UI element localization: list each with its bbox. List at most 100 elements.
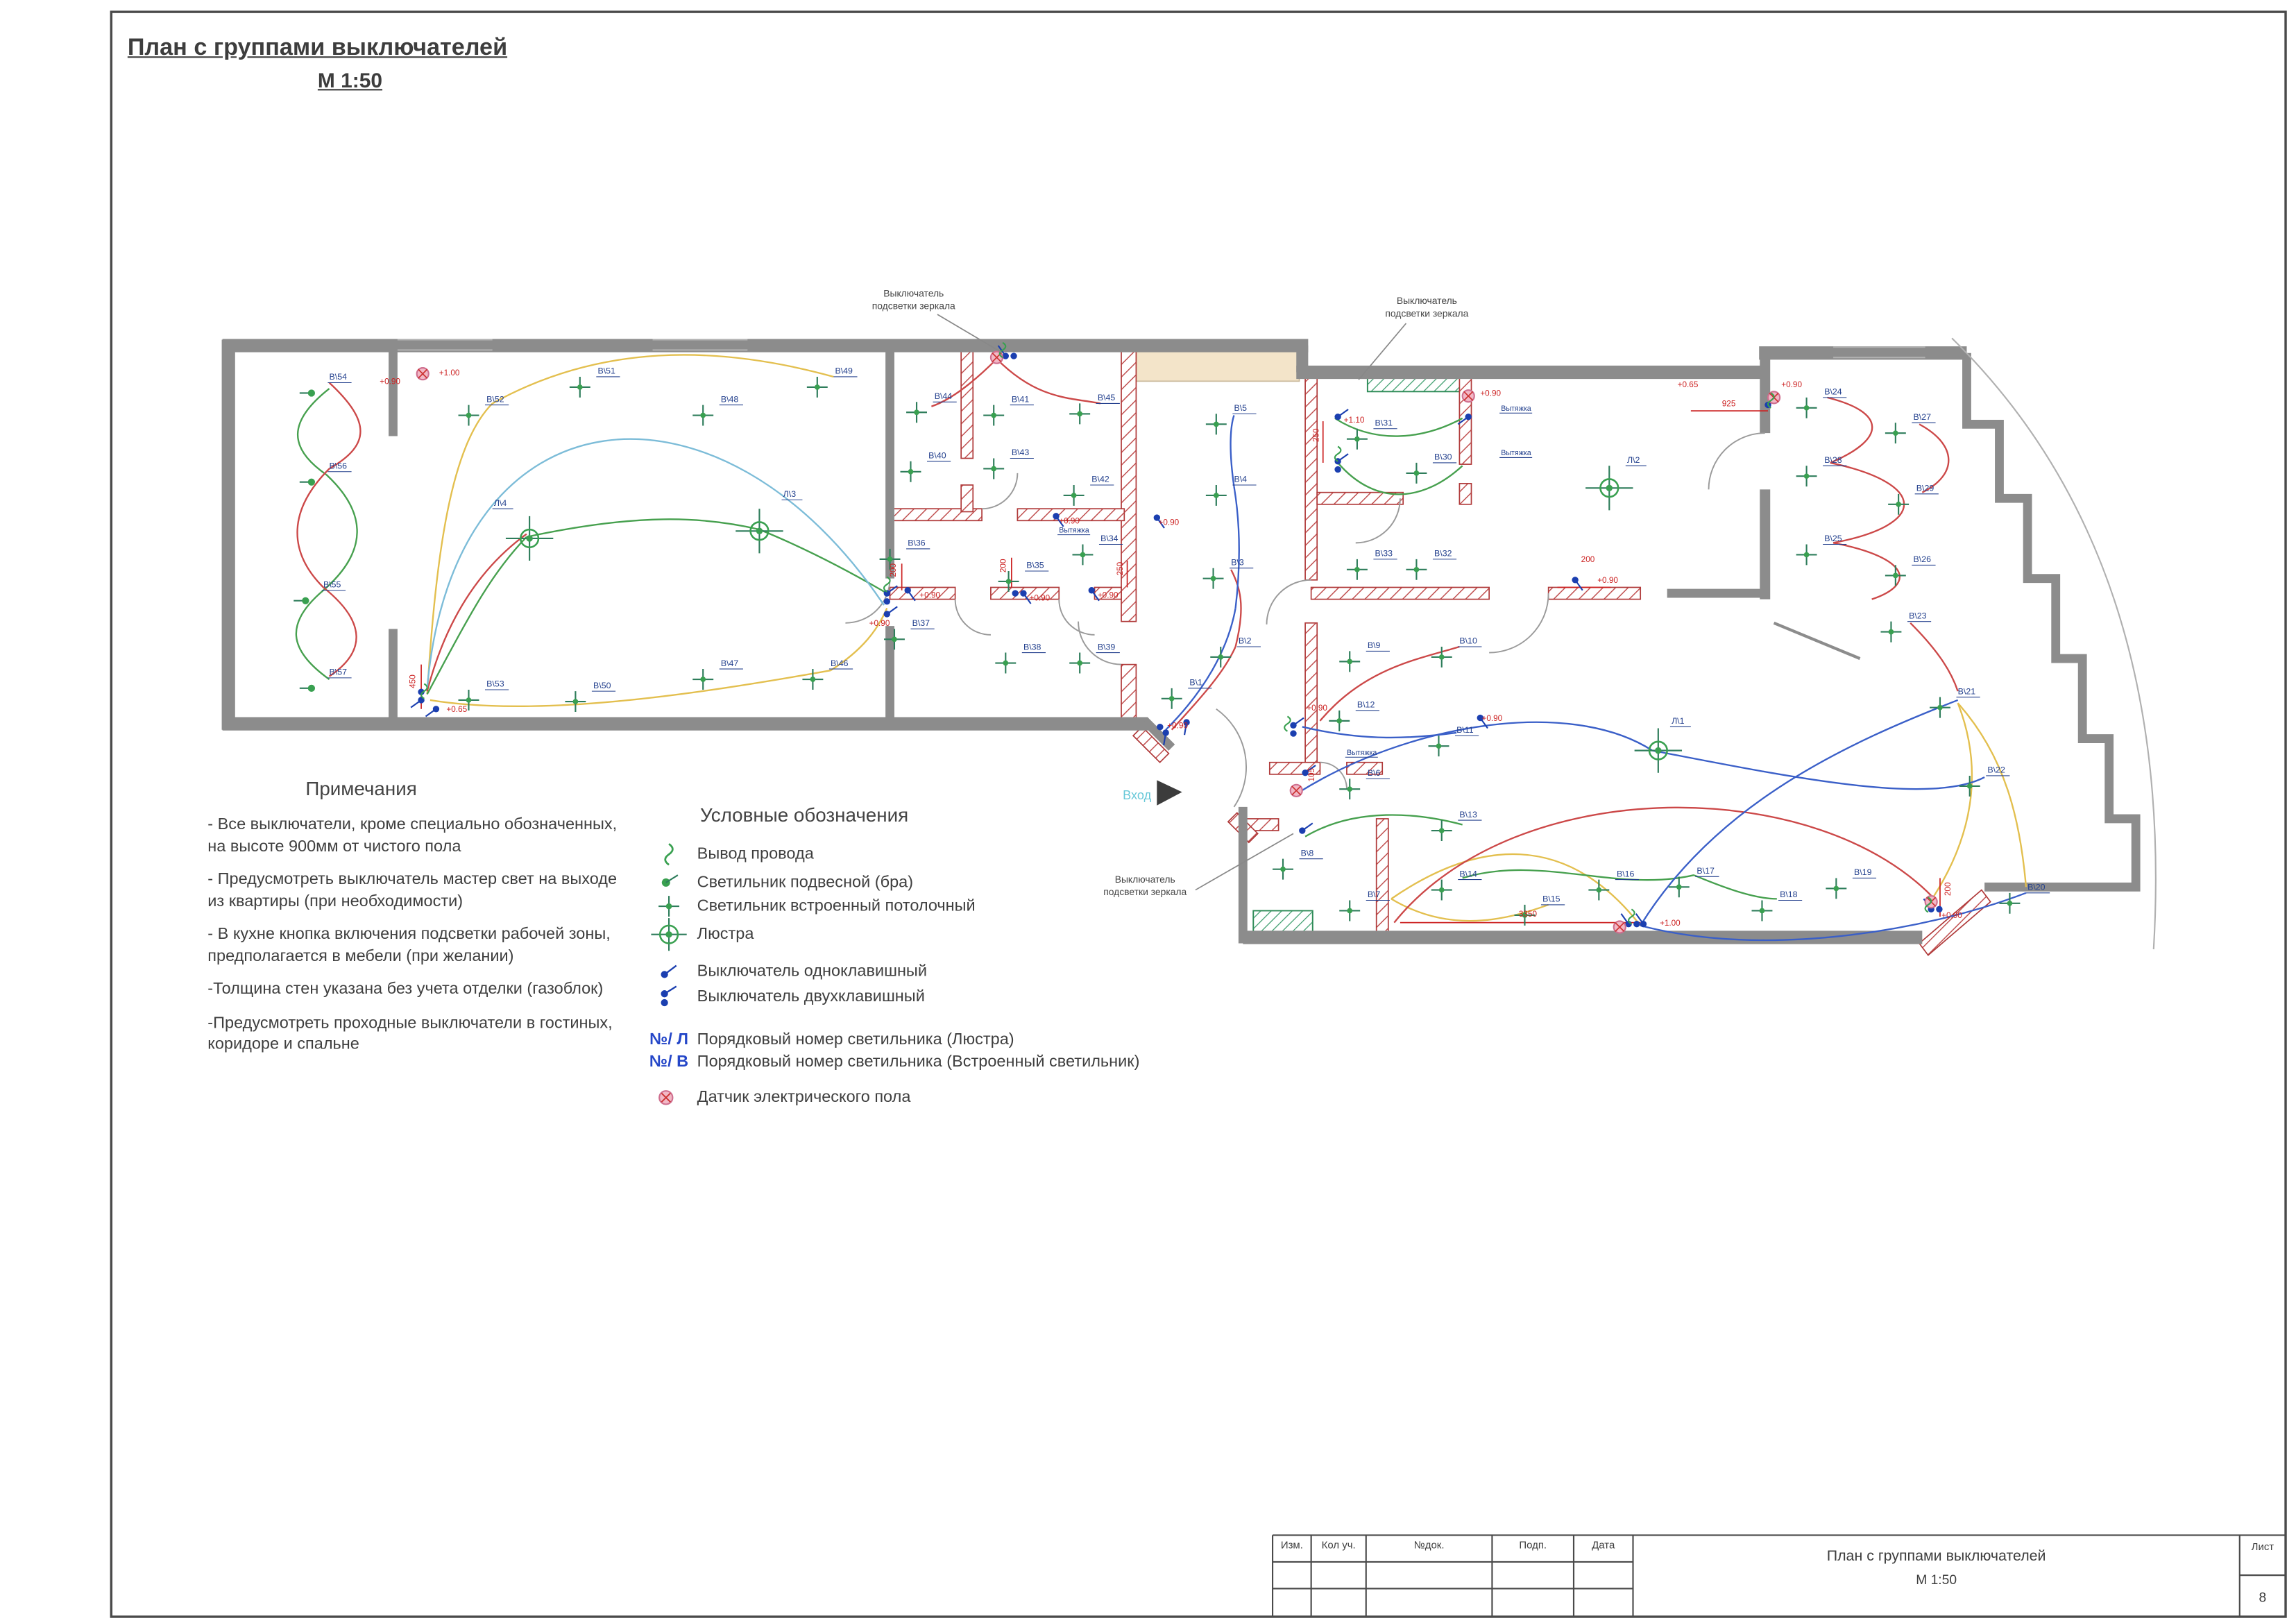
- fixture-label: В\34: [1100, 534, 1119, 543]
- light-fixture: В\48: [692, 394, 743, 426]
- light-fixture: В\35: [998, 561, 1049, 592]
- dimension-text: +0.65: [1678, 380, 1699, 389]
- fixture-label: В\39: [1098, 642, 1116, 652]
- light-fixture: В\14: [1431, 869, 1482, 901]
- wire-end: [1767, 392, 1775, 409]
- titleblock-title: План с группами выключателей: [1826, 1548, 2046, 1565]
- fixture-label: В\8: [1301, 848, 1314, 858]
- switch-single: [1572, 577, 1583, 591]
- floor-sensor-icon: [640, 1085, 697, 1111]
- light-fixture: В\11: [1428, 725, 1479, 757]
- plan-switches: [410, 345, 1943, 928]
- light-fixture: В\43: [983, 448, 1034, 479]
- light-fixture: В\55: [294, 579, 346, 604]
- switch-single-icon: [640, 960, 697, 983]
- wire-end-icon: [640, 841, 697, 867]
- dimension-text: 105: [1307, 767, 1316, 781]
- dimension-text: +0.90: [1158, 518, 1179, 527]
- callout-text: Выключатель: [1115, 874, 1175, 885]
- fixture-label: В\1: [1189, 678, 1202, 688]
- light-fixture: В\34: [1072, 534, 1123, 566]
- legend-item-floor-sensor: Датчик электрического пола: [640, 1085, 1278, 1111]
- number-chandelier-prefix: №/ Л: [649, 1030, 688, 1048]
- light-fixture: В\36: [879, 538, 930, 570]
- dimension-text: +0.90: [1098, 590, 1119, 600]
- light-fixture: В\32: [1406, 549, 1457, 580]
- dimension-text: 250: [1116, 561, 1125, 575]
- chandelier-label: Л\2: [1627, 455, 1640, 465]
- fixture-label: В\49: [835, 366, 853, 376]
- plan-niches: [1135, 350, 1300, 382]
- titleblock-col-podp: Подп.: [1519, 1540, 1547, 1552]
- dimension-text: +0.90: [1029, 594, 1050, 603]
- callout-text: Выключатель: [883, 288, 944, 299]
- fixture-label: В\7: [1368, 890, 1381, 899]
- switch-single: [1053, 513, 1064, 527]
- light-fixture: В\54: [299, 372, 352, 397]
- chandelier-label: Л\4: [494, 498, 507, 508]
- fixture-label: В\42: [1091, 475, 1109, 484]
- switch-double-icon: [640, 983, 697, 1010]
- light-fixture: В\46: [802, 658, 853, 690]
- light-fixture: В\22: [1959, 765, 2010, 797]
- plan-wires: [295, 354, 2027, 942]
- switch-single: [425, 706, 440, 717]
- light-fixture: В\3: [1202, 557, 1254, 589]
- dimension-text: 450: [409, 674, 418, 688]
- legend-item-chandelier: Люстра: [640, 918, 1278, 951]
- switch-double: [1012, 590, 1032, 604]
- fixture-label: В\56: [330, 461, 348, 470]
- sheet-frame: [110, 10, 2287, 1618]
- light-fixture: В\10: [1431, 636, 1482, 668]
- light-fixture: В\29: [1888, 484, 1939, 515]
- legend-label: Порядковый номер светильника (Встроенный…: [697, 1052, 1140, 1071]
- switch-single: [1299, 822, 1313, 834]
- light-fixture: В\17: [1668, 866, 1719, 898]
- note-item: -Толщина стен указана без учета отделки …: [207, 980, 604, 999]
- switch-single: [1153, 514, 1165, 529]
- fixture-label: В\10: [1459, 636, 1477, 646]
- chandelier-label: Л\3: [783, 489, 797, 499]
- fixture-label: В\40: [928, 451, 946, 461]
- switch-double: [1290, 717, 1304, 737]
- fixture-label: В\55: [323, 579, 341, 589]
- notes-block: Примечания - Все выключатели, кроме спец…: [207, 777, 620, 1067]
- extractor-label: Вытяжка: [1501, 449, 1531, 457]
- callout-text: подсветки зеркала: [872, 300, 955, 312]
- titleblock-sheet-label: Лист: [2251, 1543, 2274, 1554]
- page-scale: М 1:50: [317, 68, 383, 92]
- chandelier-label: Л\1: [1672, 716, 1685, 726]
- titleblock-col-koluch: Кол уч.: [1321, 1540, 1356, 1552]
- light-fixture: В\13: [1431, 810, 1482, 842]
- dimension-text: +0.90: [1781, 380, 1802, 389]
- note-item: -Предусмотреть проходные выключатели в г…: [207, 1014, 613, 1053]
- chandelier: Л\3: [735, 489, 803, 554]
- wire-end: [1284, 715, 1291, 732]
- legend-item-recessed: Светильник встроенный потолочный: [640, 894, 1278, 918]
- floor-sensor: [1289, 783, 1303, 797]
- light-fixture: В\41: [983, 394, 1034, 426]
- light-fixture: В\7: [1339, 890, 1390, 921]
- plan-vents: [1252, 374, 1463, 933]
- dimension-text: 200: [1944, 882, 1953, 896]
- fixture-label: В\27: [1914, 412, 1932, 422]
- light-fixture: В\37: [884, 618, 935, 650]
- fixture-label: В\3: [1231, 557, 1244, 567]
- light-fixture: В\26: [1885, 554, 1936, 586]
- chandelier: Л\2: [1585, 455, 1647, 511]
- floor-sensor: [1613, 920, 1626, 934]
- light-fixture: В\57: [299, 668, 352, 692]
- wire-end: [420, 683, 428, 699]
- fixture-label: В\29: [1916, 484, 1934, 493]
- fixture-label: В\36: [908, 538, 926, 548]
- light-fixture: В\27: [1885, 412, 1936, 444]
- switch-single: [1477, 714, 1488, 729]
- fixture-label: В\52: [486, 394, 504, 404]
- note-item: - Предусмотреть выключатель мастер свет …: [207, 870, 618, 910]
- fixture-label: В\28: [1824, 455, 1842, 465]
- switch-single: [1088, 587, 1100, 602]
- fixture-label: В\2: [1239, 636, 1252, 646]
